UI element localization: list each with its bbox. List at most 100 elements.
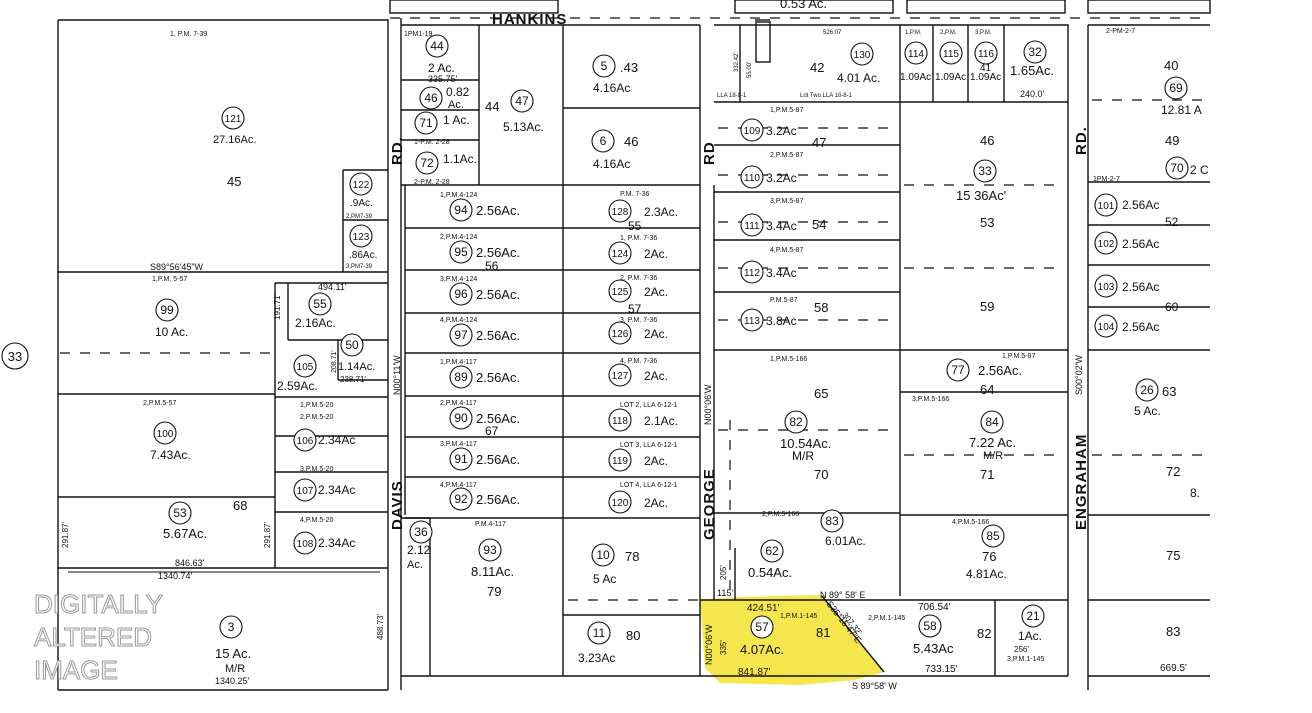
parcel-circle-119[interactable] — [608, 448, 632, 472]
parcel-circle-101[interactable] — [1094, 193, 1118, 217]
parcel-number-107[interactable]: 107 — [297, 486, 314, 497]
parcel-circle-122[interactable] — [349, 172, 373, 196]
parcel-circle-102[interactable] — [1094, 231, 1118, 255]
parcel-circle-115[interactable] — [939, 41, 963, 65]
parcel-number-50[interactable]: 50 — [345, 338, 359, 352]
parcel-circle-105[interactable] — [293, 354, 317, 378]
parcel-circle-77[interactable] — [946, 358, 970, 382]
parcel-circle-93[interactable] — [478, 538, 502, 562]
parcel-number-119[interactable]: 119 — [612, 456, 628, 467]
parcel-number-84[interactable]: 84 — [985, 415, 999, 429]
parcel-number-85[interactable]: 85 — [986, 529, 1000, 543]
parcel-number-127[interactable]: 127 — [612, 371, 629, 382]
parcel-number-26[interactable]: 26 — [1140, 383, 1154, 397]
parcel-number-44[interactable]: 44 — [430, 39, 444, 53]
parcel-circle-50[interactable] — [340, 333, 364, 357]
parcel-circle-11[interactable] — [587, 621, 611, 645]
parcel-number-36[interactable]: 36 — [414, 525, 428, 539]
parcel-number-58[interactable]: 58 — [923, 619, 937, 633]
parcel-number-77[interactable]: 77 — [951, 363, 965, 377]
parcel-number-118[interactable]: 118 — [612, 416, 628, 427]
parcel-circle-103[interactable] — [1094, 274, 1118, 298]
parcel-number-90[interactable]: 90 — [454, 411, 468, 425]
parcel-number-3[interactable]: 3 — [228, 620, 235, 634]
parcel-number-97[interactable]: 97 — [454, 328, 468, 342]
parcel-circle-95[interactable] — [449, 240, 473, 264]
parcel-circle-96[interactable] — [449, 282, 473, 306]
parcel-number-70[interactable]: 70 — [1170, 161, 1184, 175]
parcel-circle-111[interactable] — [740, 213, 764, 237]
parcel-circle-21[interactable] — [1021, 604, 1045, 628]
parcel-circle-84[interactable] — [980, 410, 1004, 434]
parcel-circle-94[interactable] — [449, 198, 473, 222]
parcel-circle-123[interactable] — [349, 224, 373, 248]
parcel-number-47[interactable]: 47 — [515, 94, 529, 108]
parcel-circle-126[interactable] — [608, 321, 632, 345]
parcel-number-71[interactable]: 71 — [419, 116, 433, 130]
parcel-number-83[interactable]: 83 — [825, 514, 839, 528]
parcel-number-92[interactable]: 92 — [454, 492, 468, 506]
parcel-number-122[interactable]: 122 — [353, 180, 370, 191]
parcel-circle-5[interactable] — [592, 54, 616, 78]
parcel-circle-47[interactable] — [510, 89, 534, 113]
parcel-circle-90[interactable] — [449, 406, 473, 430]
parcel-circle-125[interactable] — [608, 279, 632, 303]
parcel-number-10[interactable]: 10 — [596, 548, 610, 562]
parcel-number-91[interactable]: 91 — [454, 452, 468, 466]
parcel-circle-55[interactable] — [308, 292, 332, 316]
parcel-number-101[interactable]: 101 — [1098, 201, 1115, 212]
parcel-number-5[interactable]: 5 — [601, 59, 608, 73]
parcel-number-62[interactable]: 62 — [765, 544, 779, 558]
parcel-number-96[interactable]: 96 — [454, 287, 468, 301]
parcel-number-115[interactable]: 115 — [943, 49, 959, 60]
parcel-circle-106[interactable] — [293, 428, 317, 452]
parcel-number-124[interactable]: 124 — [612, 249, 629, 260]
parcel-circle-44[interactable] — [425, 34, 449, 58]
parcel-circle-70[interactable] — [1165, 156, 1189, 180]
parcel-number-33[interactable]: 33 — [978, 164, 992, 178]
parcel-circle-57[interactable] — [750, 615, 774, 639]
parcel-number-114[interactable]: 114 — [908, 49, 924, 60]
parcel-circle-26[interactable] — [1135, 378, 1159, 402]
parcel-circle-32[interactable] — [1023, 40, 1047, 64]
parcel-number-102[interactable]: 102 — [1098, 239, 1115, 250]
parcel-circle-118[interactable] — [608, 408, 632, 432]
parcel-circle-58[interactable] — [918, 614, 942, 638]
parcel-circle-3[interactable] — [219, 615, 243, 639]
parcel-number-125[interactable]: 125 — [612, 287, 629, 298]
highlighted-parcel-57[interactable] — [700, 595, 884, 685]
parcel-circle-127[interactable] — [608, 363, 632, 387]
parcel-circle-85[interactable] — [981, 524, 1005, 548]
parcel-circle-112[interactable] — [740, 260, 764, 284]
parcel-number-11[interactable]: 11 — [593, 626, 606, 640]
parcel-number-72[interactable]: 72 — [420, 156, 434, 170]
parcel-number-89[interactable]: 89 — [454, 370, 468, 384]
parcel-number-106[interactable]: 106 — [297, 436, 314, 447]
parcel-circle-92[interactable] — [449, 487, 473, 511]
parcel-circle-116[interactable] — [974, 41, 998, 65]
parcel-circle-97[interactable] — [449, 323, 473, 347]
parcel-circle-114[interactable] — [904, 41, 928, 65]
parcel-circle-6[interactable] — [591, 129, 615, 153]
parcel-number-100[interactable]: 100 — [157, 429, 174, 440]
parcel-number-93[interactable]: 93 — [483, 543, 497, 557]
parcel-number-116[interactable]: 116 — [978, 49, 994, 60]
parcel-number-128[interactable]: 128 — [612, 207, 629, 218]
parcel-number-95[interactable]: 95 — [454, 245, 468, 259]
parcel-circle-121[interactable] — [221, 106, 245, 130]
parcel-circle-113[interactable] — [740, 308, 764, 332]
parcel-number-55[interactable]: 55 — [313, 297, 327, 311]
parcel-number-99[interactable]: 99 — [160, 303, 174, 317]
parcel-number-109[interactable]: 109 — [744, 126, 761, 137]
parcel-circle-53[interactable] — [168, 501, 192, 525]
parcel-number-94[interactable]: 94 — [454, 203, 468, 217]
parcel-circle-100[interactable] — [153, 421, 177, 445]
parcel-circle-124[interactable] — [608, 241, 632, 265]
parcel-circle-104[interactable] — [1094, 314, 1118, 338]
parcel-circle-110[interactable] — [740, 165, 764, 189]
parcel-circle-83[interactable] — [820, 509, 844, 533]
parcel-circle-36[interactable] — [409, 520, 433, 544]
parcel-number-53[interactable]: 53 — [173, 506, 187, 520]
parcel-number-130[interactable]: 130 — [854, 50, 871, 61]
parcel-circle-109[interactable] — [740, 118, 764, 142]
